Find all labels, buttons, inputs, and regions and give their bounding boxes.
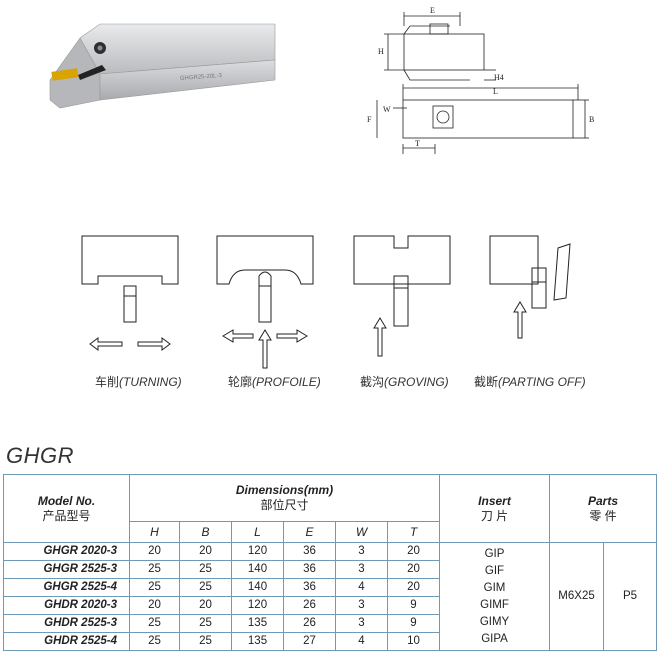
series-title: GHGR xyxy=(6,443,74,468)
col-header-b: B xyxy=(179,521,232,543)
label-e: E xyxy=(430,6,435,15)
label-h4: H4 xyxy=(494,73,504,82)
label-w: W xyxy=(383,105,391,114)
operation-turning-diagram xyxy=(78,232,198,382)
col-header-w: W xyxy=(335,521,388,543)
col-header-l: L xyxy=(231,521,284,543)
operation-turning-label: 车削(TURNING) xyxy=(95,375,182,389)
top-view-drawing: L B F W T xyxy=(367,84,594,154)
operation-profile-label: 轮廓(PROFOILE) xyxy=(228,375,321,389)
col-header-h: H xyxy=(129,521,180,543)
parts-screw: M6X25 xyxy=(549,542,605,651)
parts-header: Parts 零 件 xyxy=(549,474,658,543)
photo-engraving: GHGR25-20L-3 xyxy=(180,73,223,82)
label-b: B xyxy=(589,115,594,124)
model-header: Model No. 产品型号 xyxy=(3,474,130,543)
label-h: H xyxy=(378,47,384,56)
label-f: F xyxy=(367,115,372,124)
parts-key: P5 xyxy=(603,542,658,651)
label-t: T xyxy=(415,139,420,148)
col-header-e: E xyxy=(283,521,336,543)
spec-table: Model No. 产品型号 Dimensions(mm) 部位尺寸 Inser… xyxy=(3,474,658,651)
insert-header: Insert 刀 片 xyxy=(439,474,551,543)
operation-profile-diagram xyxy=(213,232,333,382)
operation-parting-diagram xyxy=(486,232,606,382)
label-l: L xyxy=(493,87,498,96)
col-header-t: T xyxy=(386,521,441,543)
operation-grooving-diagram xyxy=(350,232,470,382)
operation-grooving-label: 截沟(GROVING) xyxy=(360,375,449,389)
tool-holder-photo: GHGR25-20L-3 xyxy=(49,23,276,109)
side-view-drawing: E H H4 xyxy=(378,6,504,82)
operation-parting-label: 截断(PARTING OFF) xyxy=(474,375,586,389)
dimensions-header: Dimensions(mm) 部位尺寸 xyxy=(128,474,441,522)
